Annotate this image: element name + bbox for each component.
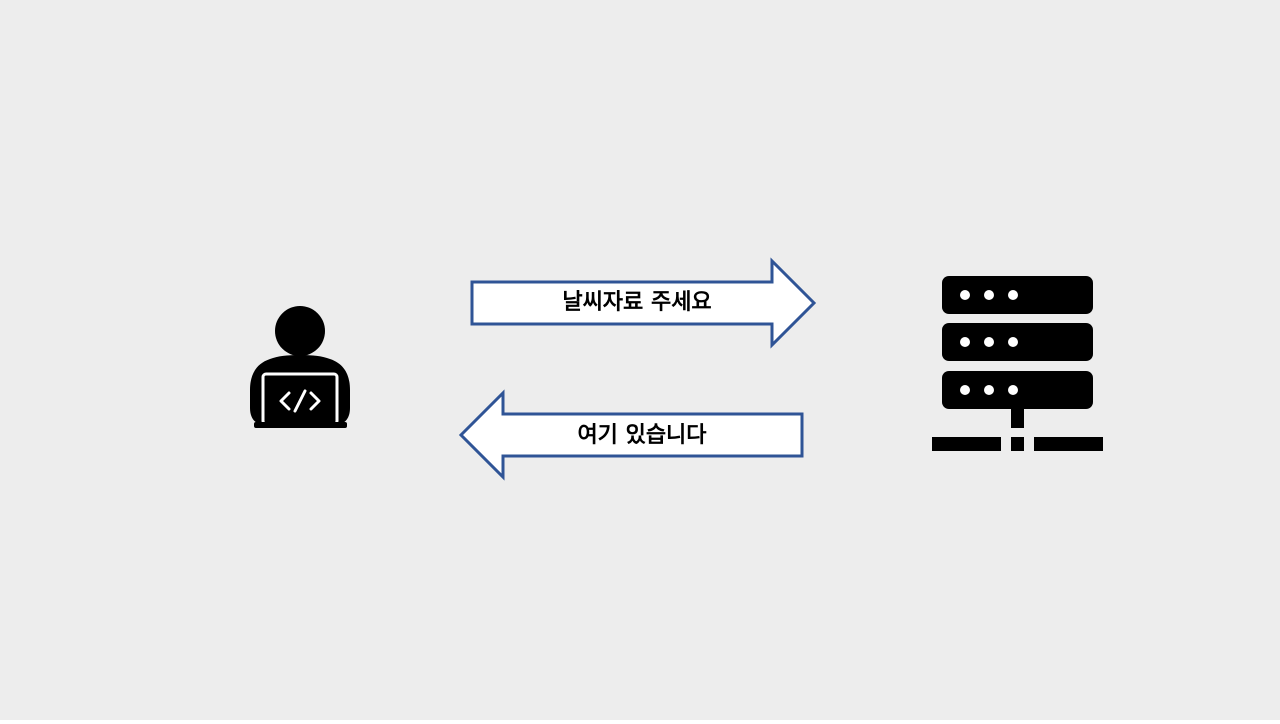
request-arrow <box>470 257 817 349</box>
person-body <box>250 355 350 424</box>
server-led <box>1008 290 1018 300</box>
laptop-base <box>254 422 347 428</box>
server-led <box>984 385 994 395</box>
network-line-right <box>1034 437 1103 451</box>
server-led <box>960 385 970 395</box>
person-head <box>275 306 325 356</box>
server-led <box>984 290 994 300</box>
response-arrow <box>458 389 804 481</box>
server-rack-icon <box>932 276 1103 451</box>
server-led <box>1008 337 1018 347</box>
network-line-left <box>932 437 1001 451</box>
server-led <box>1008 385 1018 395</box>
developer-laptop-icon <box>250 306 350 428</box>
server-led <box>960 290 970 300</box>
code-icon <box>279 389 321 413</box>
server-led <box>984 337 994 347</box>
network-stem <box>1011 409 1024 428</box>
network-node <box>1011 437 1024 451</box>
request-label: 날씨자료 주세요 <box>562 290 712 315</box>
server-led <box>960 337 970 347</box>
response-label: 여기 있습니다 <box>577 423 707 448</box>
